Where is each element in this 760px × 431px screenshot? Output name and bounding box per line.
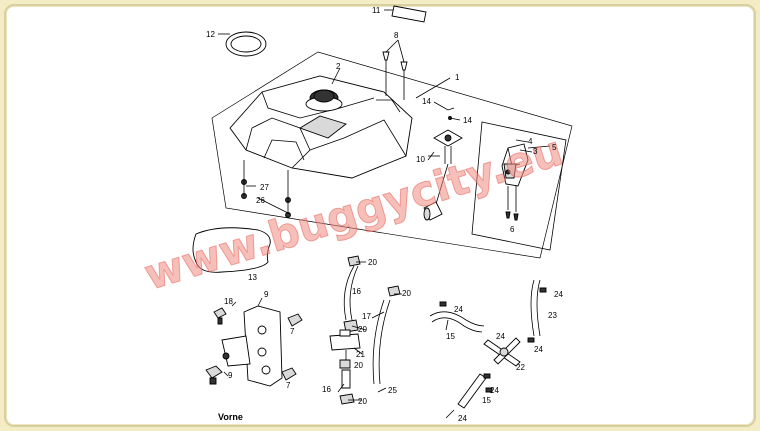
label-part-14b: 14	[463, 116, 472, 125]
label-part-17: 17	[362, 312, 371, 321]
label-part-4: 4	[528, 137, 533, 146]
bracket-9	[205, 297, 303, 387]
label-part-15a: 15	[446, 332, 455, 341]
label-part-16b: 16	[322, 385, 331, 394]
label-part-16a: 16	[352, 287, 361, 296]
strip-11	[384, 5, 427, 23]
label-part-7a: 7	[290, 327, 295, 336]
label-part-8: 8	[394, 31, 399, 40]
label-part-24c: 24	[554, 290, 563, 299]
label-part-7b: 7	[286, 381, 291, 390]
screws-8	[382, 39, 408, 100]
heat-shield-13	[192, 227, 271, 273]
fuel-valve	[501, 139, 551, 221]
label-part-20c: 20	[358, 325, 367, 334]
assembly-boundary	[211, 51, 573, 259]
fuel-sender-10	[423, 129, 463, 221]
label-part-2: 2	[336, 62, 341, 71]
label-part-26: 26	[256, 196, 265, 205]
label-part-1: 1	[455, 73, 460, 82]
label-part-20b: 20	[402, 289, 411, 298]
label-part-20d: 20	[354, 361, 363, 370]
fuel-tank	[229, 75, 413, 218]
label-part-24b: 24	[496, 332, 505, 341]
label-part-24d: 24	[534, 345, 543, 354]
label-part-23: 23	[548, 311, 557, 320]
label-part-24a: 24	[454, 305, 463, 314]
label-part-12: 12	[206, 30, 215, 39]
label-part-27: 27	[260, 183, 269, 192]
label-part-21: 21	[356, 350, 365, 359]
label-part-11: 11	[372, 6, 381, 15]
label-part-20e: 20	[358, 397, 367, 406]
label-part-13: 13	[248, 273, 257, 282]
label-part-20a: 20	[368, 258, 377, 267]
diagram-panel	[4, 4, 756, 427]
leader-lines	[246, 67, 451, 401]
label-part-10: 10	[416, 155, 425, 164]
label-part-5: 5	[552, 143, 557, 152]
hoses-right	[429, 279, 547, 419]
label-part-9b: 9	[228, 371, 233, 380]
label-part-24e: 24	[490, 386, 499, 395]
label-part-9a: 9	[264, 290, 269, 299]
label-part-25: 25	[388, 386, 397, 395]
label-part-15b: 15	[482, 396, 491, 405]
hoses-center	[329, 255, 401, 405]
label-part-14a: 14	[422, 97, 431, 106]
label-part-18: 18	[224, 297, 233, 306]
front-label: Vorne	[218, 412, 243, 422]
valve-box	[471, 121, 567, 251]
label-part-24f: 24	[458, 414, 467, 423]
label-part-3: 3	[533, 147, 538, 156]
clip-14	[433, 101, 461, 121]
label-part-22: 22	[516, 363, 525, 372]
label-part-6: 6	[510, 225, 515, 234]
o-ring-12	[218, 31, 267, 57]
